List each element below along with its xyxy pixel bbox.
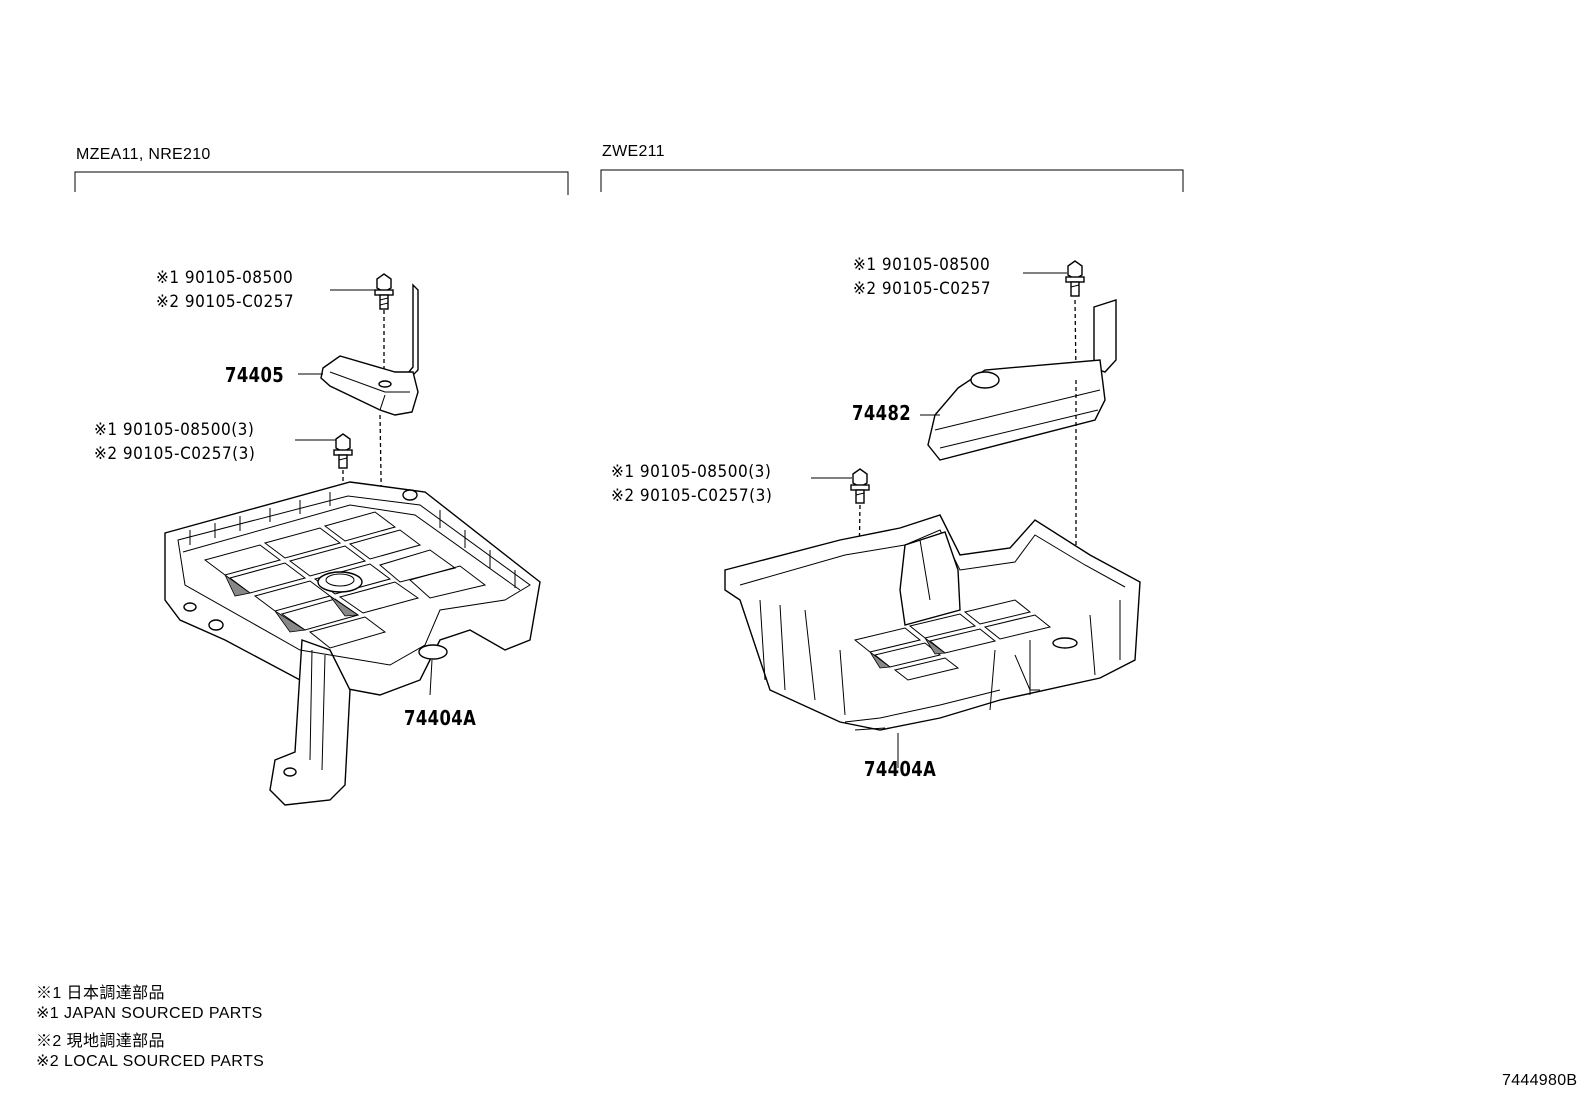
left-top-bolt-label-1[interactable]: ※1 90105-08500 [156,268,294,288]
legend-line-2: ※1 JAPAN SOURCED PARTS [36,1005,263,1022]
right-section-bracket [600,169,1184,192]
right-lower-bolt[interactable] [850,468,870,504]
right-cover-label[interactable]: 74482 [852,401,912,425]
left-top-bolt-label-2[interactable]: ※2 90105-C0257 [156,292,295,312]
left-tray-74404A[interactable] [164,481,541,806]
left-tray-leader [429,659,433,696]
right-top-bolt[interactable] [1065,260,1085,297]
left-lower-bolt[interactable] [333,433,353,469]
legend-line-1: ※1 日本調達部品 [36,985,165,1002]
legend-line-3: ※2 現地調達部品 [36,1033,165,1050]
left-lower-bolt-label-2[interactable]: ※2 90105-C0257(3) [94,444,256,464]
right-tray-label[interactable]: 74404A [864,757,937,781]
left-section-title: MZEA11, NRE210 [76,146,211,163]
right-top-bolt-axis [1074,299,1077,376]
left-section-bracket [74,171,569,195]
right-top-bolt-label-2[interactable]: ※2 90105-C0257 [853,279,992,299]
right-cover-74482[interactable] [927,299,1117,461]
left-bracket-74405[interactable] [320,283,419,416]
right-section-title: ZWE211 [602,143,665,160]
left-bracket-label[interactable]: 74405 [225,363,285,387]
diagram-id: 7444980B [1502,1072,1578,1089]
left-lower-bolt-label-1[interactable]: ※1 90105-08500(3) [94,420,255,440]
left-top-bolt[interactable] [374,273,394,310]
right-lower-bolt-label-2[interactable]: ※2 90105-C0257(3) [611,486,773,506]
right-lower-bolt-label-1[interactable]: ※1 90105-08500(3) [611,462,772,482]
legend-line-4: ※2 LOCAL SOURCED PARTS [36,1053,265,1070]
right-top-bolt-label-1[interactable]: ※1 90105-08500 [853,255,991,275]
left-tray-label[interactable]: 74404A [404,706,477,730]
right-tray-74404A[interactable] [724,514,1141,731]
